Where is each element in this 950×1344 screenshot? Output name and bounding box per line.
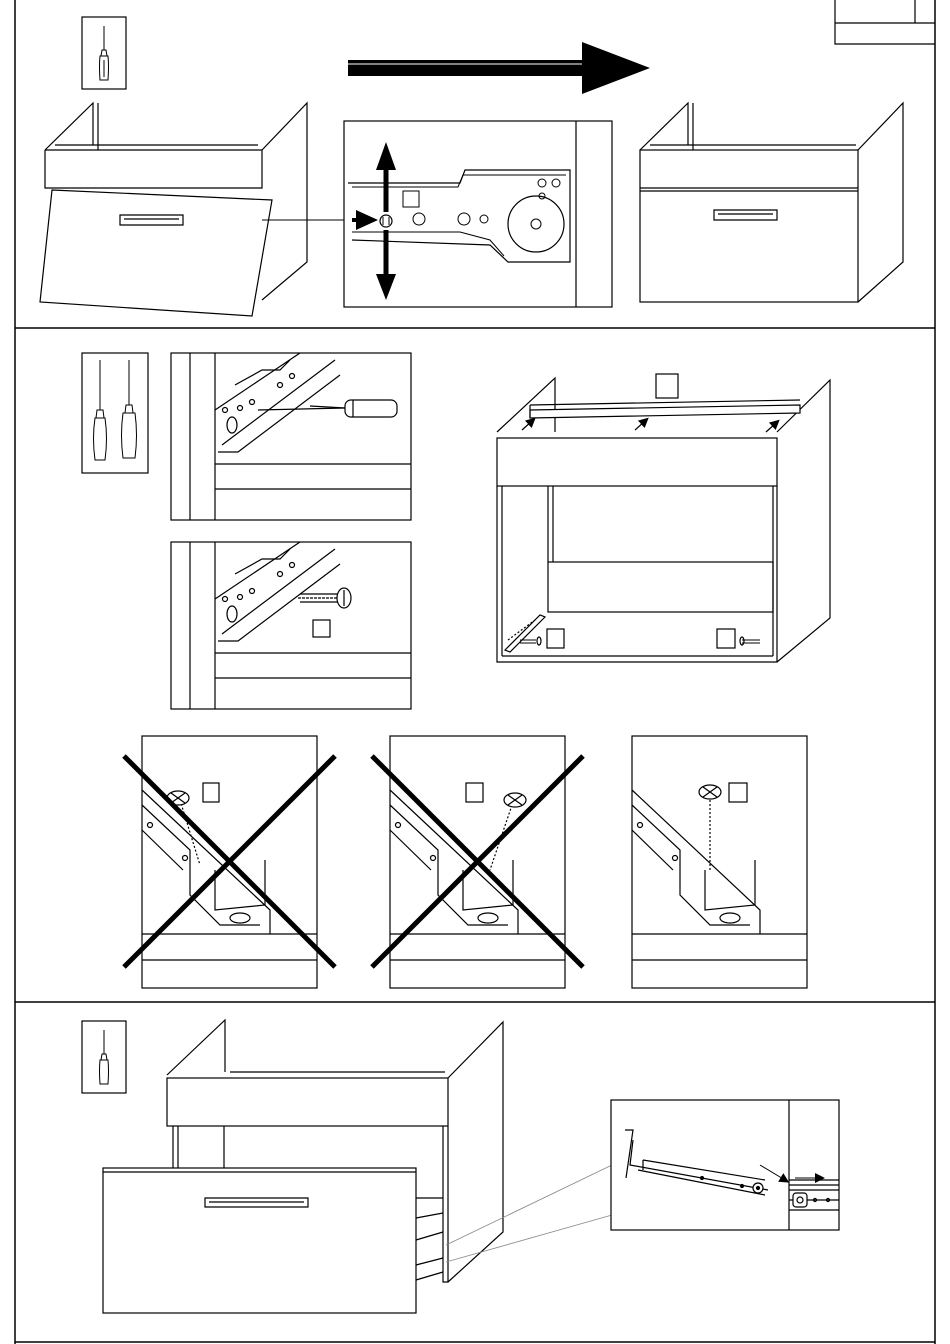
tool-box-step-1	[82, 17, 126, 89]
screw-angle-check-3	[632, 736, 807, 988]
callout-box	[466, 783, 483, 802]
callout-box	[403, 191, 419, 207]
callout-box	[203, 783, 219, 802]
step-1-section	[40, 17, 903, 316]
screw-angle-check-2	[372, 736, 583, 988]
callout-box	[547, 629, 564, 648]
callout-box	[717, 629, 735, 648]
tool-box-step-3	[82, 1021, 126, 1093]
step-2-section	[82, 353, 830, 988]
screw-angle-check-1	[124, 736, 335, 988]
callout-box	[729, 783, 747, 802]
callout-box	[313, 620, 330, 637]
cabinet-frame-runners	[497, 374, 830, 662]
phillips-screwdriver-icon	[100, 26, 109, 80]
cabinet-drawer-removed	[40, 103, 307, 316]
runner-detail-screw	[171, 542, 411, 709]
flat-screwdriver-icon	[122, 360, 137, 458]
runner-adjustment-detail	[344, 121, 612, 307]
adjuster-screw	[380, 215, 392, 227]
cabinet-drawer-insertion	[103, 1020, 612, 1313]
cabinet-drawer-installed	[640, 103, 903, 302]
step-3-section	[82, 1020, 839, 1313]
tool-box-step-2	[82, 353, 148, 473]
callout-box	[656, 374, 678, 398]
process-arrow	[348, 42, 650, 94]
runner-detail-screwdriver	[171, 353, 411, 520]
phillips-screwdriver-icon	[100, 1030, 109, 1084]
phillips-screwdriver-icon	[94, 360, 107, 460]
runner-insertion-detail	[611, 1100, 839, 1230]
page-number-box	[835, 0, 935, 44]
